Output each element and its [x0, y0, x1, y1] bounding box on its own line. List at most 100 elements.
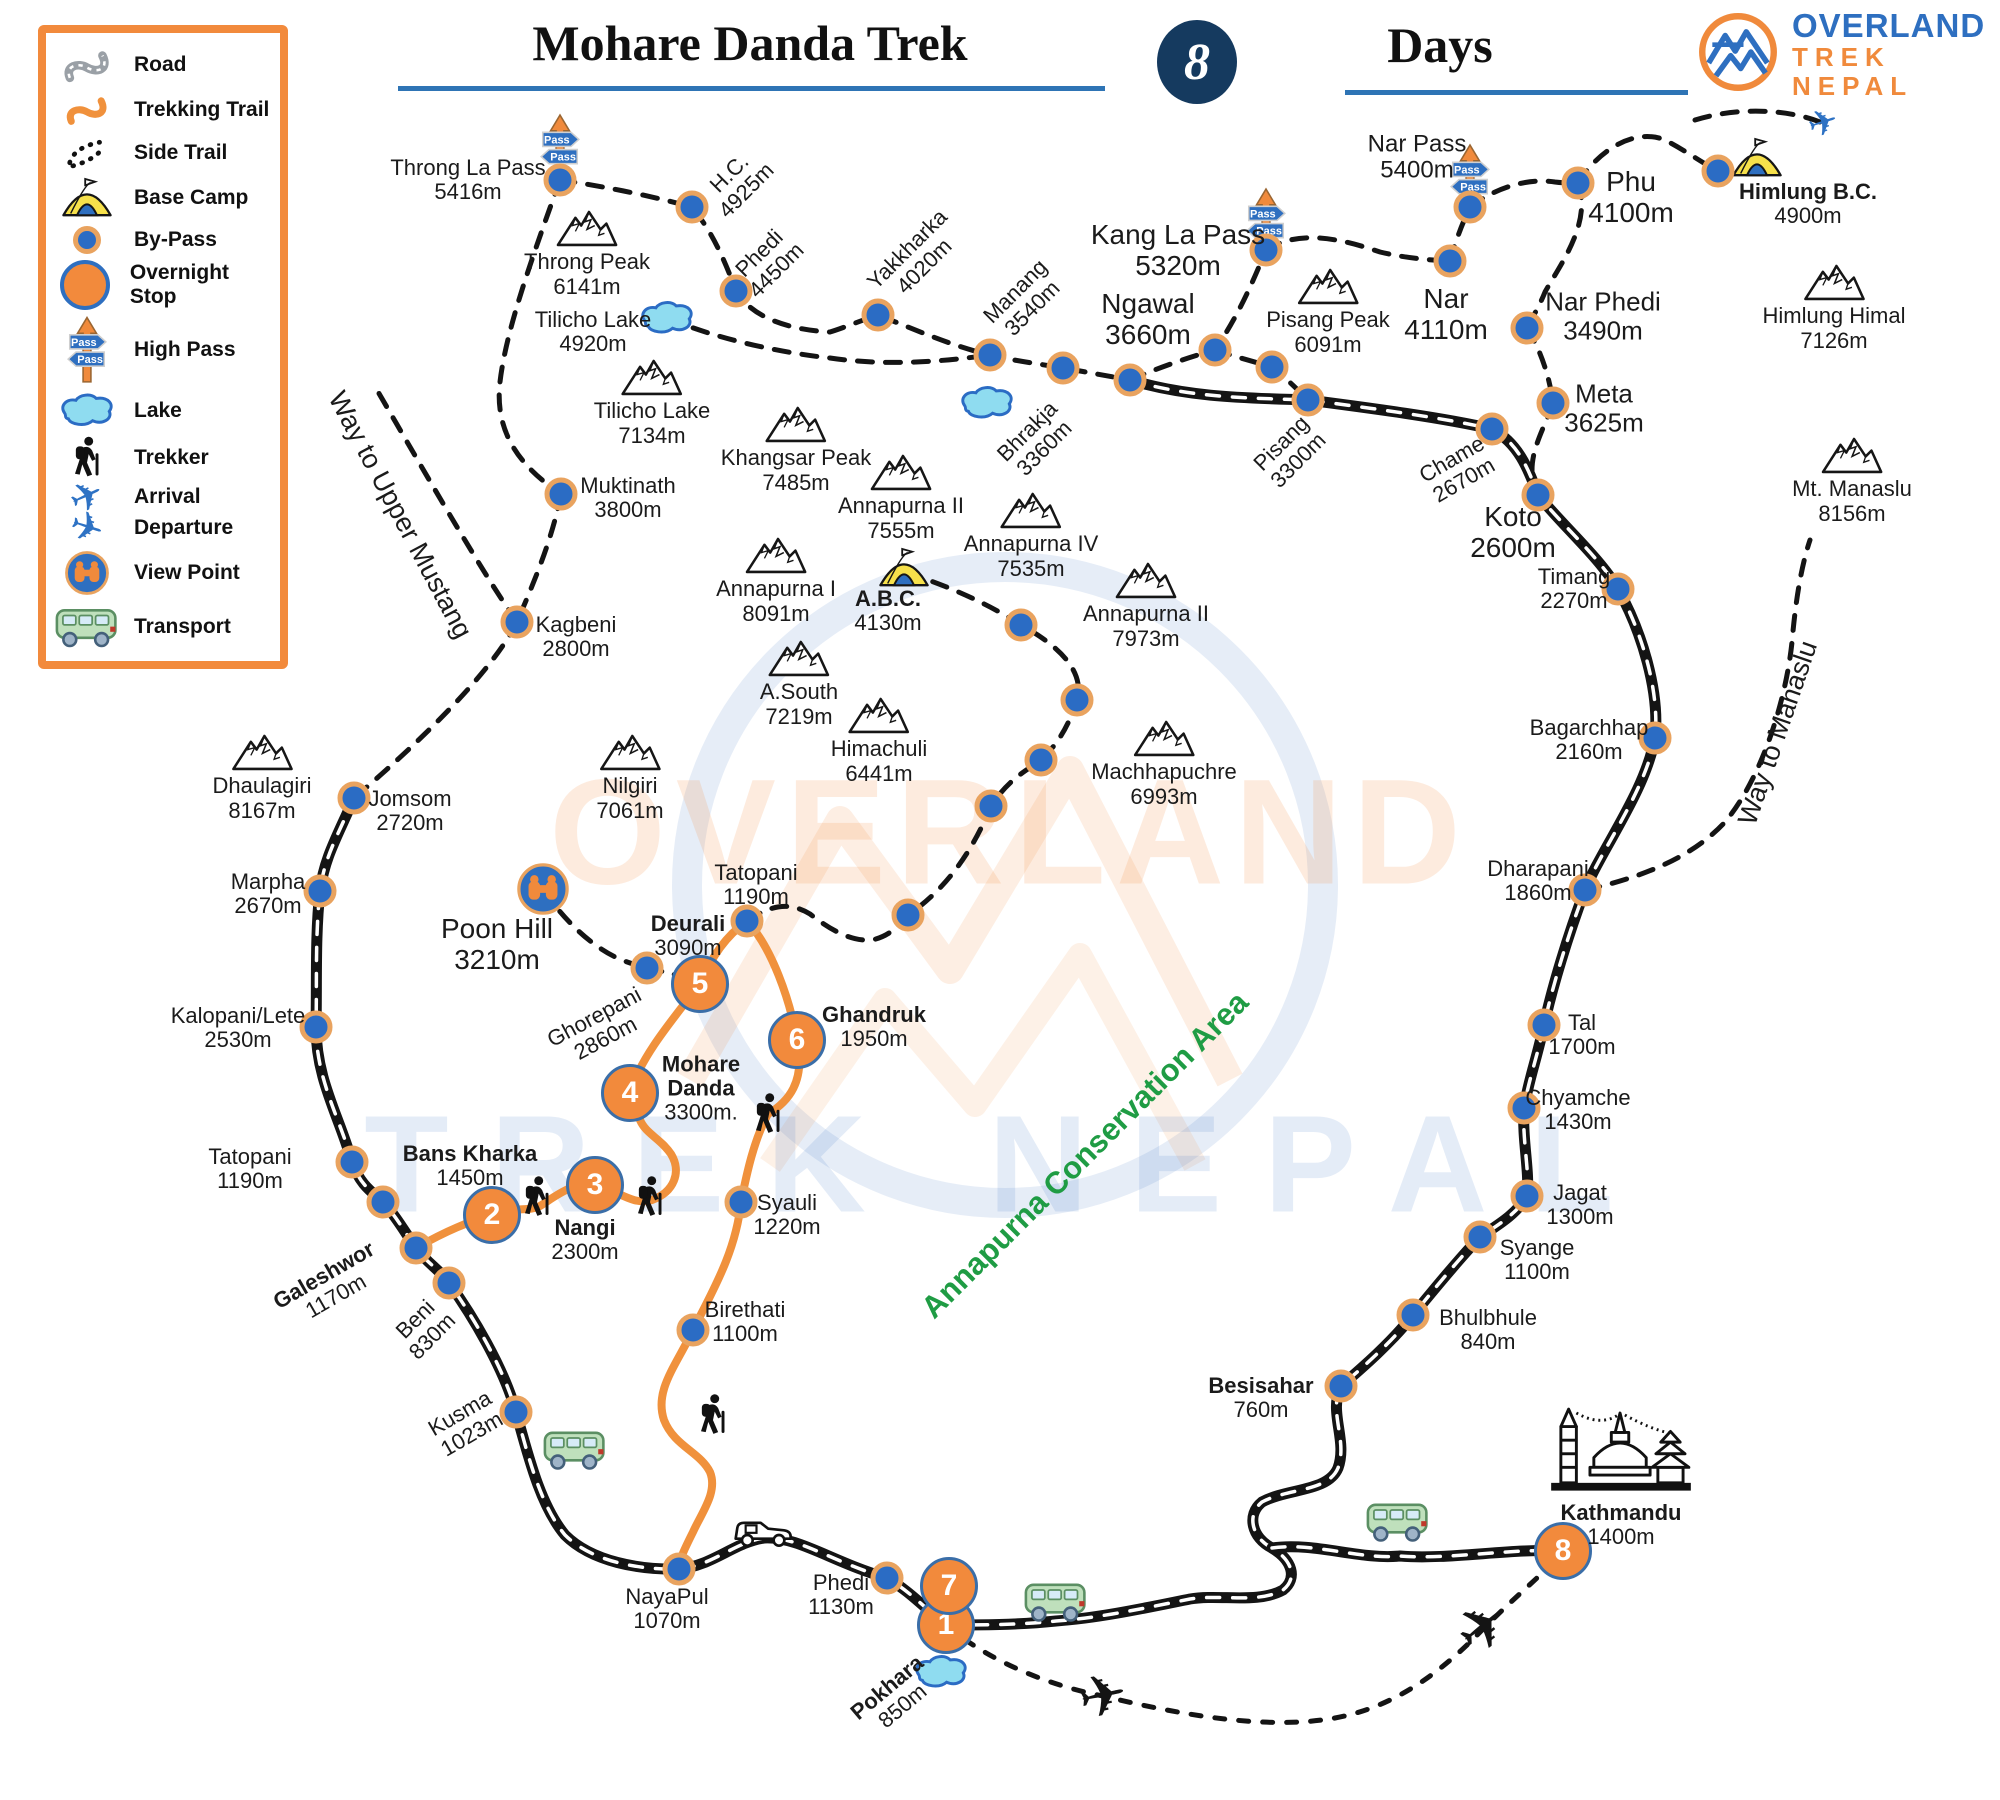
legend-item: Lake [54, 391, 272, 430]
bypass-dot [1527, 1008, 1561, 1042]
bypass-dot [1453, 190, 1487, 224]
high-pass-icon: Pass Pass [1448, 143, 1492, 213]
mountain-elevation: 7126m [1800, 327, 1868, 353]
mountain-dhaulagiri: Dhaulagiri 8167m [212, 732, 312, 823]
place-elevation: 1100m [712, 1321, 778, 1346]
mountain-mt-manaslu: Mt. Manaslu 8156m [1792, 435, 1912, 526]
mountain-name: Tilicho Lake [593, 398, 711, 423]
overland-trek-nepal-logo: OVERLAND TREK NEPAL [1688, 6, 2000, 103]
mountain-elevation: 6441m [845, 760, 913, 786]
place-elevation: 3300m. [664, 1100, 738, 1126]
route-label-way-to-manaslu: Way to Manaslu [1731, 636, 1824, 829]
bypass-dot [1291, 383, 1325, 417]
bypass-dot [676, 1313, 710, 1347]
mountain-annapurna-ii: Annapurna II 7973m [1083, 560, 1209, 651]
place-elevation: 3660m [1105, 319, 1191, 350]
place-elevation: 1130m [808, 1594, 874, 1619]
flight-path-pokhara-kathmandu [943, 1548, 1566, 1725]
legend-item-label: Trekking Trail [134, 97, 270, 121]
trail-upper-mustang [374, 387, 520, 625]
place-elevation: 5320m [1135, 250, 1221, 281]
place-elevation: 4100m [1588, 197, 1674, 228]
place-name: Ghandruk [822, 1001, 926, 1027]
legend-item-label: High Pass [134, 338, 236, 362]
mountain-elevation: 7219m [765, 703, 833, 729]
lake-icon [54, 391, 120, 430]
place-elevation: 840m [1460, 1329, 1516, 1354]
transport-bus-icon [1024, 1581, 1088, 1624]
legend-box: Road Trekking Trail Side Trail Base Camp… [38, 25, 288, 669]
legend-item: Trekker [54, 436, 272, 479]
place-name: Meta [1575, 378, 1633, 409]
trail-throng-muktinath [496, 177, 564, 497]
high-pass-icon: Pass Pass [54, 315, 120, 385]
bypass-dot [1638, 721, 1672, 755]
transport-bus-icon [1366, 1501, 1430, 1544]
days-label: Days [1387, 17, 1493, 73]
mountain-name: Machhapuchre [1091, 759, 1237, 784]
overnight-stop-6: 6 [768, 1011, 826, 1069]
place-name: Muktinath [580, 472, 676, 498]
place-name: Chyamche [1525, 1084, 1631, 1110]
place-elevation: 2160m [1555, 739, 1623, 764]
bypass-dot [891, 898, 925, 932]
bypass-dot [432, 1266, 466, 1300]
place-elevation: 760m [1233, 1397, 1289, 1422]
mountain-pisang-peak: Pisang Peak 6091m [1266, 266, 1390, 357]
legend-item-label: Transport [134, 615, 231, 639]
legend-item: Road [54, 45, 272, 85]
overnight-stop-2: 2 [463, 1186, 521, 1244]
place-name: Syauli [757, 1189, 817, 1215]
legend-item-label: Trekker [134, 445, 209, 469]
base-camp-icon [1728, 137, 1786, 179]
mountain-name: Annapurna IV [963, 531, 1099, 556]
trekker-icon [519, 1176, 555, 1219]
road-kathmandu-dash [1270, 1545, 1565, 1559]
bypass-dot [1568, 873, 1602, 907]
bypass-dot [730, 904, 764, 938]
watermark-text-overland: OVERLAND [549, 747, 1471, 916]
mountain-name: Mt. Manaslu [1792, 476, 1912, 501]
bypass-dot [662, 1552, 696, 1586]
place-elevation: 1190m [217, 1168, 283, 1193]
transport-bus-icon [543, 1429, 607, 1472]
bypass-dot [1198, 333, 1232, 367]
legend-item: ✈ Arrival [62, 470, 201, 525]
plane-icon: ✈ [1072, 1659, 1134, 1734]
bypass-dot [675, 190, 709, 224]
place-elevation: 3210m [454, 944, 540, 975]
trekking-trail-icon [54, 91, 120, 128]
trekker-icon [750, 1093, 786, 1136]
svg-text:Pass: Pass [1250, 208, 1276, 220]
place-elevation: 5400m [1380, 157, 1454, 184]
place-name: Danda [667, 1075, 735, 1101]
logo-text-line1: OVERLAND [1792, 6, 1986, 44]
bypass-dot [499, 1395, 533, 1429]
place-name: Mohare [661, 1051, 741, 1077]
place-elevation: 2300m [551, 1239, 619, 1264]
mountain-himachuli: Himachuli 6441m [831, 695, 927, 786]
trekker-icon [695, 1394, 731, 1437]
place-name: Bagarchhap [1529, 714, 1649, 740]
place-elevation: 3490m [1563, 315, 1643, 345]
place-name: Kagbeni [535, 611, 617, 637]
high-pass-icon: Pass Pass [538, 113, 582, 183]
place-name: Timang [1537, 563, 1611, 589]
legend-item-label: Lake [134, 398, 182, 422]
mountain-name: Annapurna II [838, 493, 964, 518]
mountain-a-south: A.South 7219m [760, 638, 838, 729]
